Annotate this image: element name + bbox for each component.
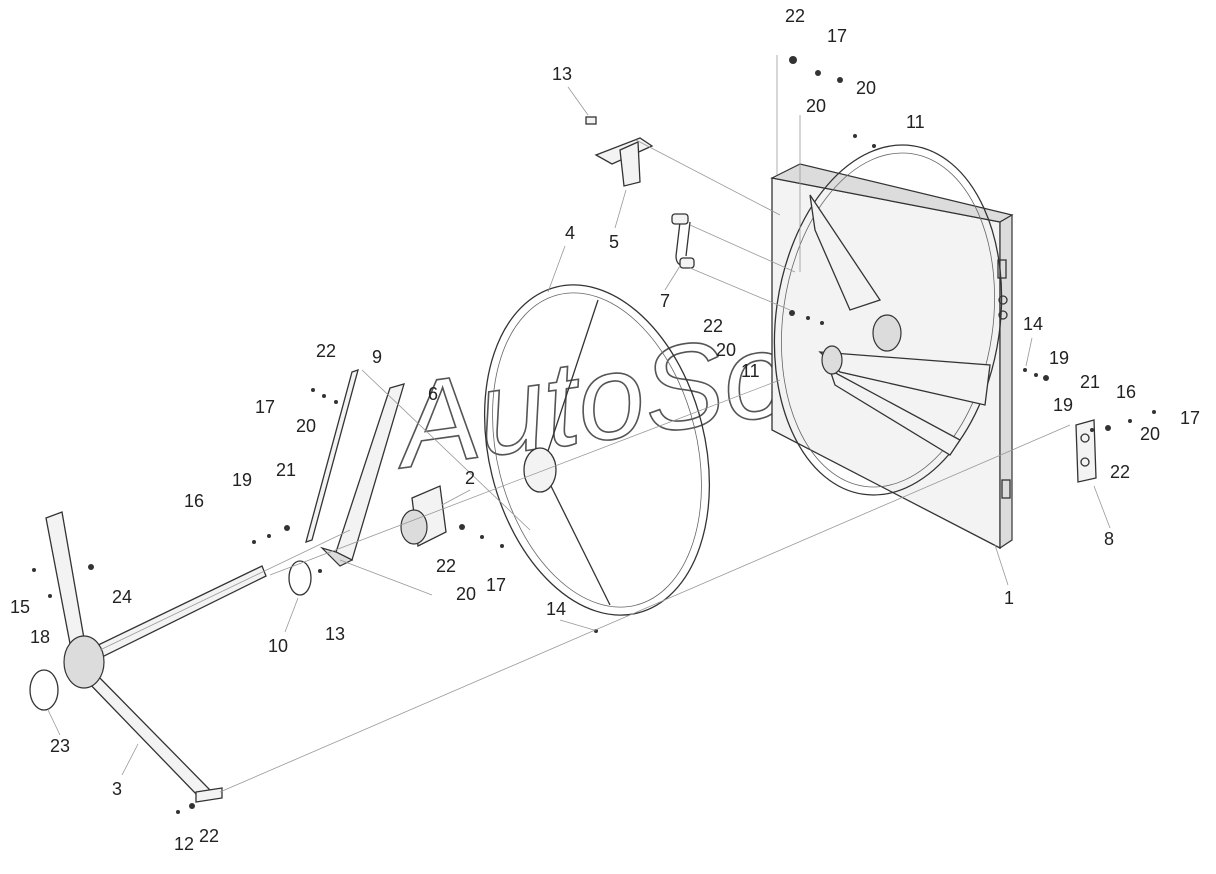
callout-3: 3 [112, 779, 122, 799]
callout-13: 13 [552, 64, 572, 84]
part-6-shroud-segment [319, 383, 405, 567]
part-7-handle [671, 213, 695, 269]
callout-17: 17 [827, 26, 847, 46]
callout-8: 8 [1104, 529, 1114, 549]
callout-7: 7 [660, 291, 670, 311]
callout-19: 19 [1053, 395, 1073, 415]
callout-12: 12 [174, 834, 194, 854]
callout-16: 16 [184, 491, 204, 511]
callout-2: 2 [465, 468, 475, 488]
callout-10: 10 [268, 636, 288, 656]
part-1-fan-shroud [770, 144, 1014, 550]
callout-19: 19 [1049, 348, 1069, 368]
callout-20: 20 [296, 416, 316, 436]
callout-20: 20 [1140, 424, 1160, 444]
callout-22: 22 [436, 556, 456, 576]
callout-17: 17 [255, 397, 275, 417]
callout-4: 4 [565, 223, 575, 243]
callout-19: 19 [232, 470, 252, 490]
callout-21: 21 [1080, 372, 1100, 392]
callout-24: 24 [112, 587, 132, 607]
callout-16: 16 [1116, 382, 1136, 402]
callout-22: 22 [703, 316, 723, 336]
callout-9: 9 [372, 347, 382, 367]
callout-22: 22 [785, 6, 805, 26]
callout-20: 20 [806, 96, 826, 116]
part-5-bracket [585, 116, 654, 187]
callout-23: 23 [50, 736, 70, 756]
callout-17: 17 [486, 575, 506, 595]
callout-22: 22 [199, 826, 219, 846]
callout-20: 20 [456, 584, 476, 604]
callout-14: 14 [1023, 314, 1043, 334]
assembly-lines [99, 55, 1071, 793]
part-23-ring [29, 669, 59, 711]
part-9-strip [305, 369, 359, 543]
callout-leaders [47, 86, 1111, 776]
callout-22: 22 [1110, 462, 1130, 482]
callout-15: 15 [10, 597, 30, 617]
small-hardware [32, 56, 1156, 814]
callout-18: 18 [30, 627, 50, 647]
part-3-support [45, 511, 267, 803]
part-2-motor [400, 485, 447, 547]
callout-21: 21 [276, 460, 296, 480]
callout-17: 17 [1180, 408, 1200, 428]
callout-1: 1 [1004, 588, 1014, 608]
part-8-plate [1075, 419, 1097, 483]
callout-20: 20 [856, 78, 876, 98]
callout-11: 11 [906, 112, 925, 132]
callout-22: 22 [316, 341, 336, 361]
callout-labels: 22 17 20 20 11 13 5 4 7 22 20 11 14 19 2… [10, 6, 1200, 854]
callout-20: 20 [716, 340, 736, 360]
callout-6: 6 [428, 384, 438, 404]
callout-5: 5 [609, 232, 619, 252]
callout-13: 13 [325, 624, 345, 644]
callout-14: 14 [546, 599, 566, 619]
callout-11: 11 [741, 361, 760, 381]
part-10-ring [288, 560, 312, 596]
part-4-fan-ring [483, 284, 711, 616]
